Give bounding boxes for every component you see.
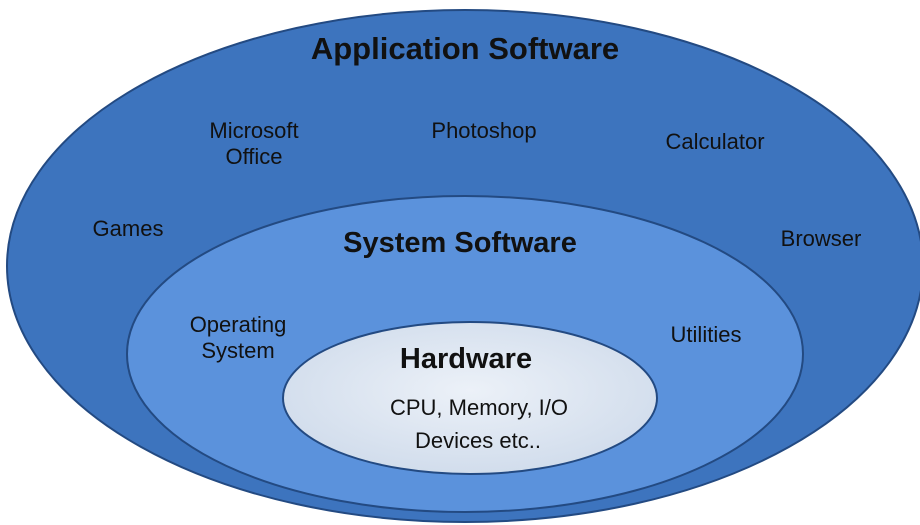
app-item-photoshop: Photoshop <box>431 118 537 143</box>
app-item-calculator: Calculator <box>665 129 765 154</box>
application-software-title: Application Software <box>310 31 620 66</box>
sys-item-operating-system: Operating System <box>189 312 287 364</box>
hardware-line-2: Devices etc.. <box>415 428 541 453</box>
sys-item-utilities: Utilities <box>670 322 742 347</box>
hardware-title: Hardware <box>399 343 533 375</box>
app-item-microsoft-office: Microsoft Office <box>209 118 299 170</box>
hardware-line-1: CPU, Memory, I/O <box>389 395 569 420</box>
system-software-title: System Software <box>343 227 577 259</box>
app-item-browser: Browser <box>780 226 862 251</box>
app-item-games: Games <box>92 216 164 241</box>
hardware-ring <box>282 321 658 475</box>
